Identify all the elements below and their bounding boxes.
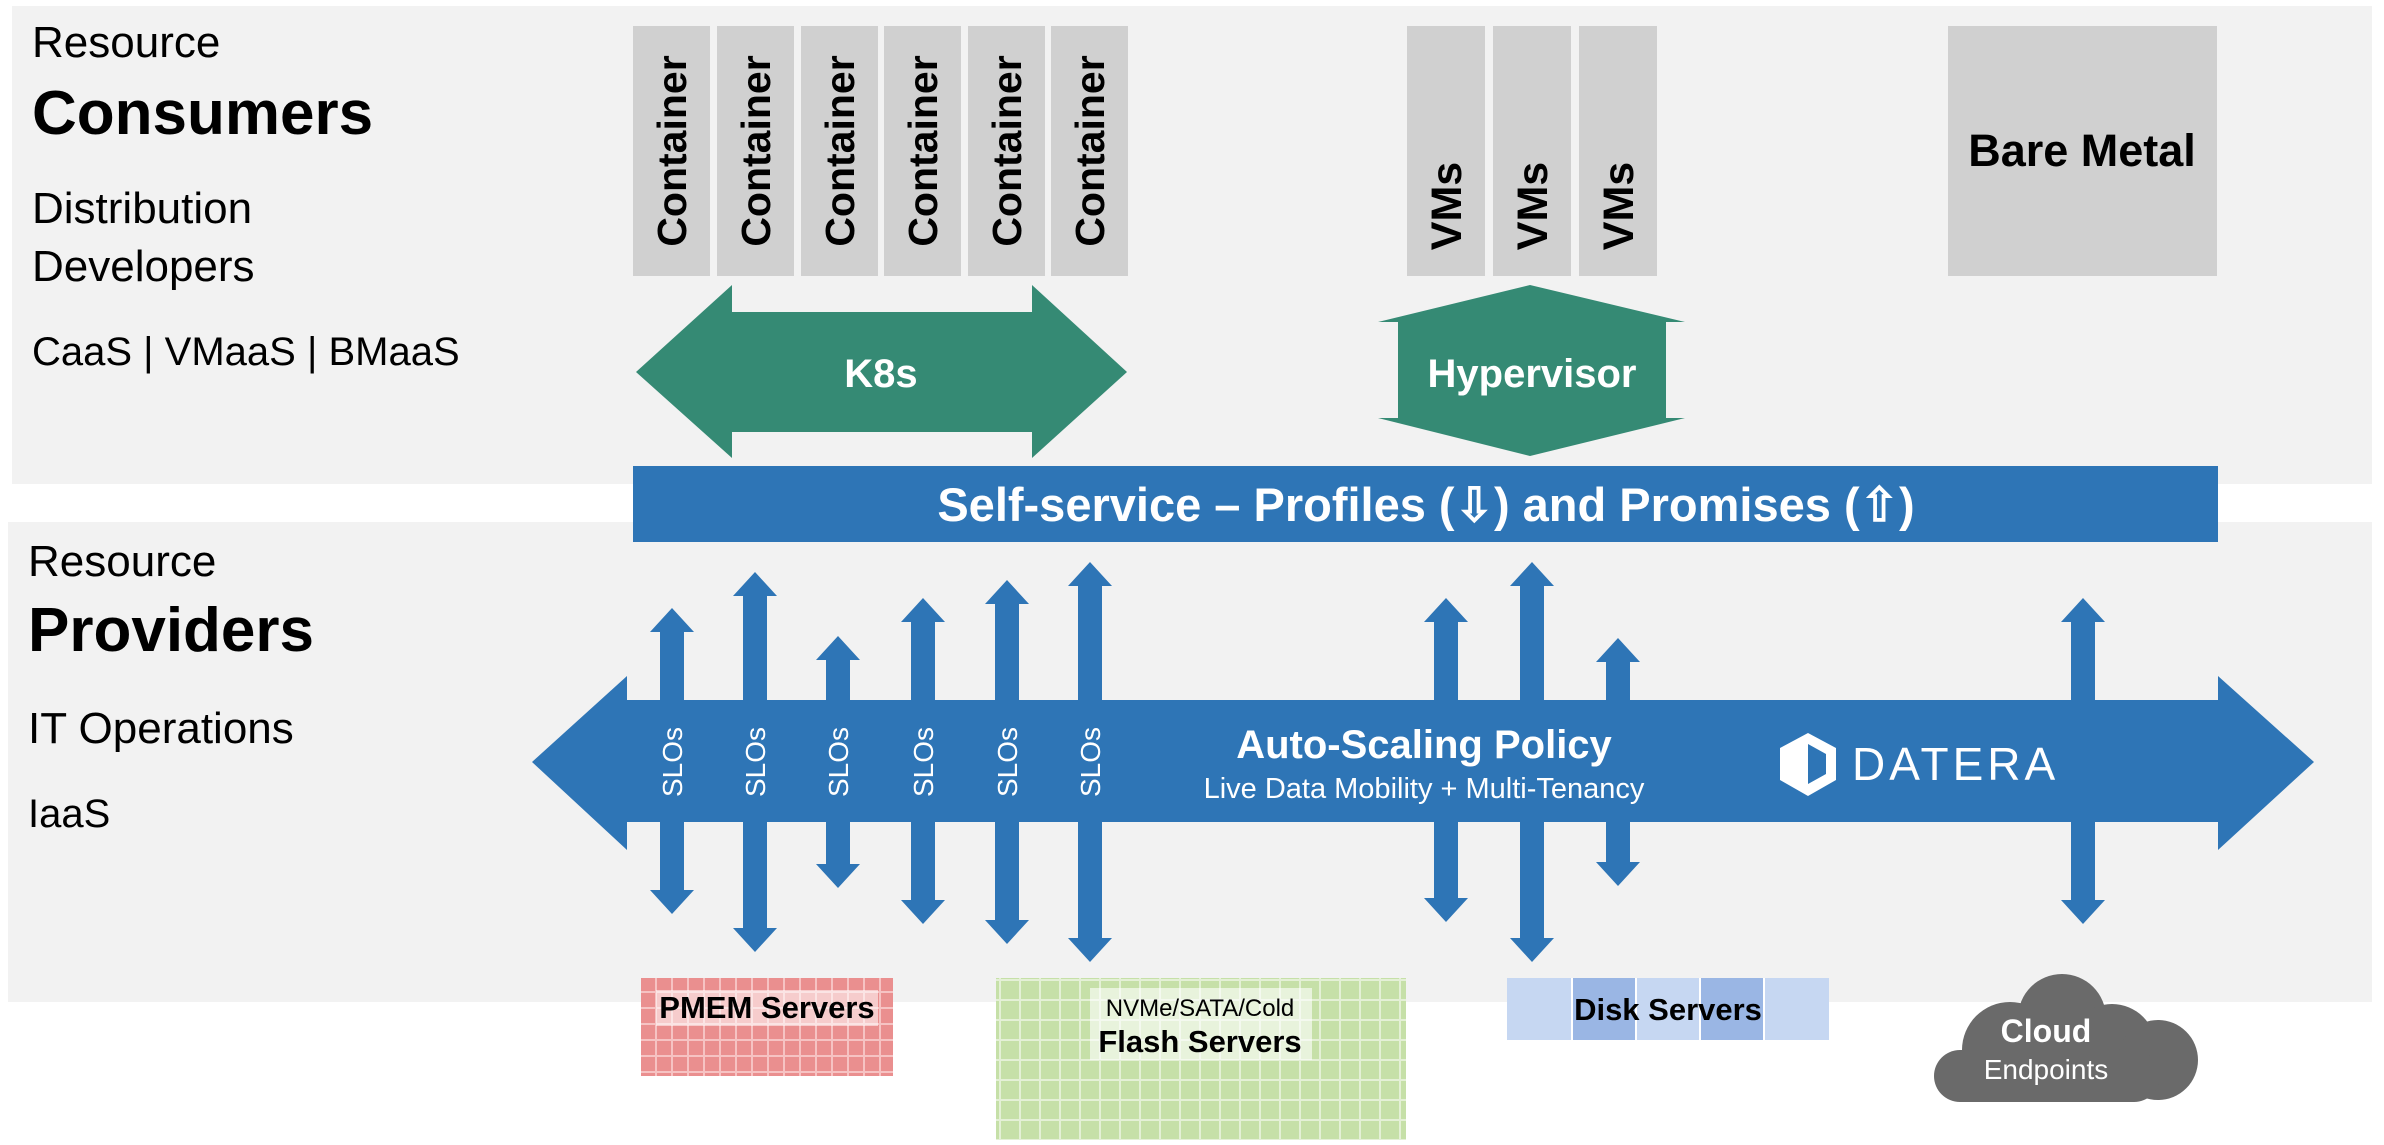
slo-label: SLOs (1075, 727, 1106, 797)
vm-label: VMs (1509, 162, 1557, 250)
slo-label: SLOs (992, 727, 1023, 797)
disk-servers-label: Disk Servers (1574, 992, 1762, 1027)
brand-label: DATERA (1852, 738, 2059, 790)
vm-arrow (1596, 638, 1640, 886)
k8s-label: K8s (844, 352, 917, 396)
container-tiles (633, 26, 1128, 276)
bare-metal-label: Bare Metal (1968, 125, 2196, 176)
slo-arrow (816, 636, 860, 888)
policy-title: Auto-Scaling Policy (1236, 723, 1612, 767)
container-label: Container (984, 55, 1030, 246)
consumers-role-distribution: Distribution (32, 184, 253, 233)
container-tile (968, 26, 1045, 276)
policy-subtitle: Live Data Mobility + Multi-Tenancy (1204, 773, 1645, 805)
container-tile (633, 26, 710, 276)
cloud-sublabel: Endpoints (1984, 1054, 2109, 1085)
consumers-services: CaaS | VMaaS | BMaaS (32, 330, 460, 374)
vm-arrow (1510, 562, 1554, 962)
container-label: Container (649, 55, 695, 246)
container-tile (1051, 26, 1128, 276)
slo-label: SLOs (740, 727, 771, 797)
flash-servers-label: Flash Servers (1098, 1024, 1301, 1059)
vm-label: VMs (1595, 162, 1643, 250)
cloud-label: Cloud (2001, 1013, 2092, 1049)
consumers-heading: Consumers (32, 79, 374, 148)
providers-role-it-operations: IT Operations (28, 704, 294, 753)
slo-label: SLOs (908, 727, 939, 797)
slo-label: SLOs (657, 727, 688, 797)
slo-label: SLOs (823, 727, 854, 797)
container-tile (801, 26, 878, 276)
vm-tiles (1407, 26, 1657, 276)
container-label: Container (817, 55, 863, 246)
k8s-arrow (636, 285, 1127, 458)
container-tile (884, 26, 961, 276)
slo-arrows (650, 562, 2105, 962)
datera-hex-cut-icon (1808, 744, 1826, 784)
datera-logo: DATERA (1780, 733, 2059, 796)
bare-metal-tile (1948, 26, 2217, 276)
cloud-icon (1934, 974, 2198, 1102)
vm-tile (1407, 26, 1485, 276)
vm-tile (1579, 26, 1657, 276)
disk-servers-block (1507, 978, 1829, 1040)
container-label: Container (900, 55, 946, 246)
slo-arrow (733, 572, 777, 952)
flash-label-backdrop (1090, 988, 1312, 1060)
container-label: Container (1067, 55, 1113, 246)
providers-heading-small: Resource (28, 537, 217, 586)
providers-heading: Providers (28, 596, 315, 665)
vm-arrow (1424, 598, 1468, 922)
self-service-bar (633, 466, 2218, 542)
pmem-label-backdrop (656, 990, 878, 1026)
vm-label: VMs (1423, 162, 1471, 250)
consumers-heading-small: Resource (32, 18, 221, 67)
providers-services: IaaS (28, 792, 111, 836)
container-label: Container (733, 55, 779, 246)
slo-arrow (985, 580, 1029, 944)
flash-servers-top-label: NVMe/SATA/Cold (1106, 995, 1295, 1022)
hypervisor-label: Hypervisor (1428, 352, 1637, 396)
consumers-role-developers: Developers (32, 242, 255, 291)
auto-scaling-arrow (532, 676, 2314, 850)
pmem-servers-label: PMEM Servers (659, 990, 874, 1025)
container-tile (717, 26, 794, 276)
slo-arrow (901, 598, 945, 924)
hypervisor-arrow (1378, 285, 1685, 456)
self-service-label: Self-service – Profiles (⇩) and Promises… (937, 478, 1914, 531)
bare-metal-arrow (2061, 598, 2105, 924)
vm-tile (1493, 26, 1571, 276)
slo-arrow (650, 608, 694, 914)
slo-arrow (1068, 562, 1112, 962)
